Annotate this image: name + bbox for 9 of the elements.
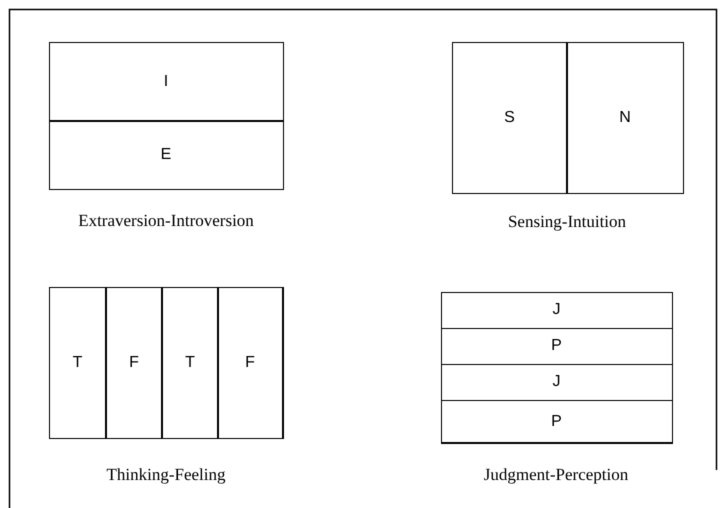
letter-cell: T [161,286,219,438]
node-label: Thinking-Feeling [106,465,226,485]
node-label: Judgment-Perception [484,465,628,485]
letter-cell: F [105,286,163,438]
letter-cell: F [217,286,283,438]
node-label: Extraversion-Introversion [78,211,254,231]
node-label: Sensing-Intuition [508,212,626,232]
grid-chart [49,287,284,439]
grid-chart [441,292,673,443]
